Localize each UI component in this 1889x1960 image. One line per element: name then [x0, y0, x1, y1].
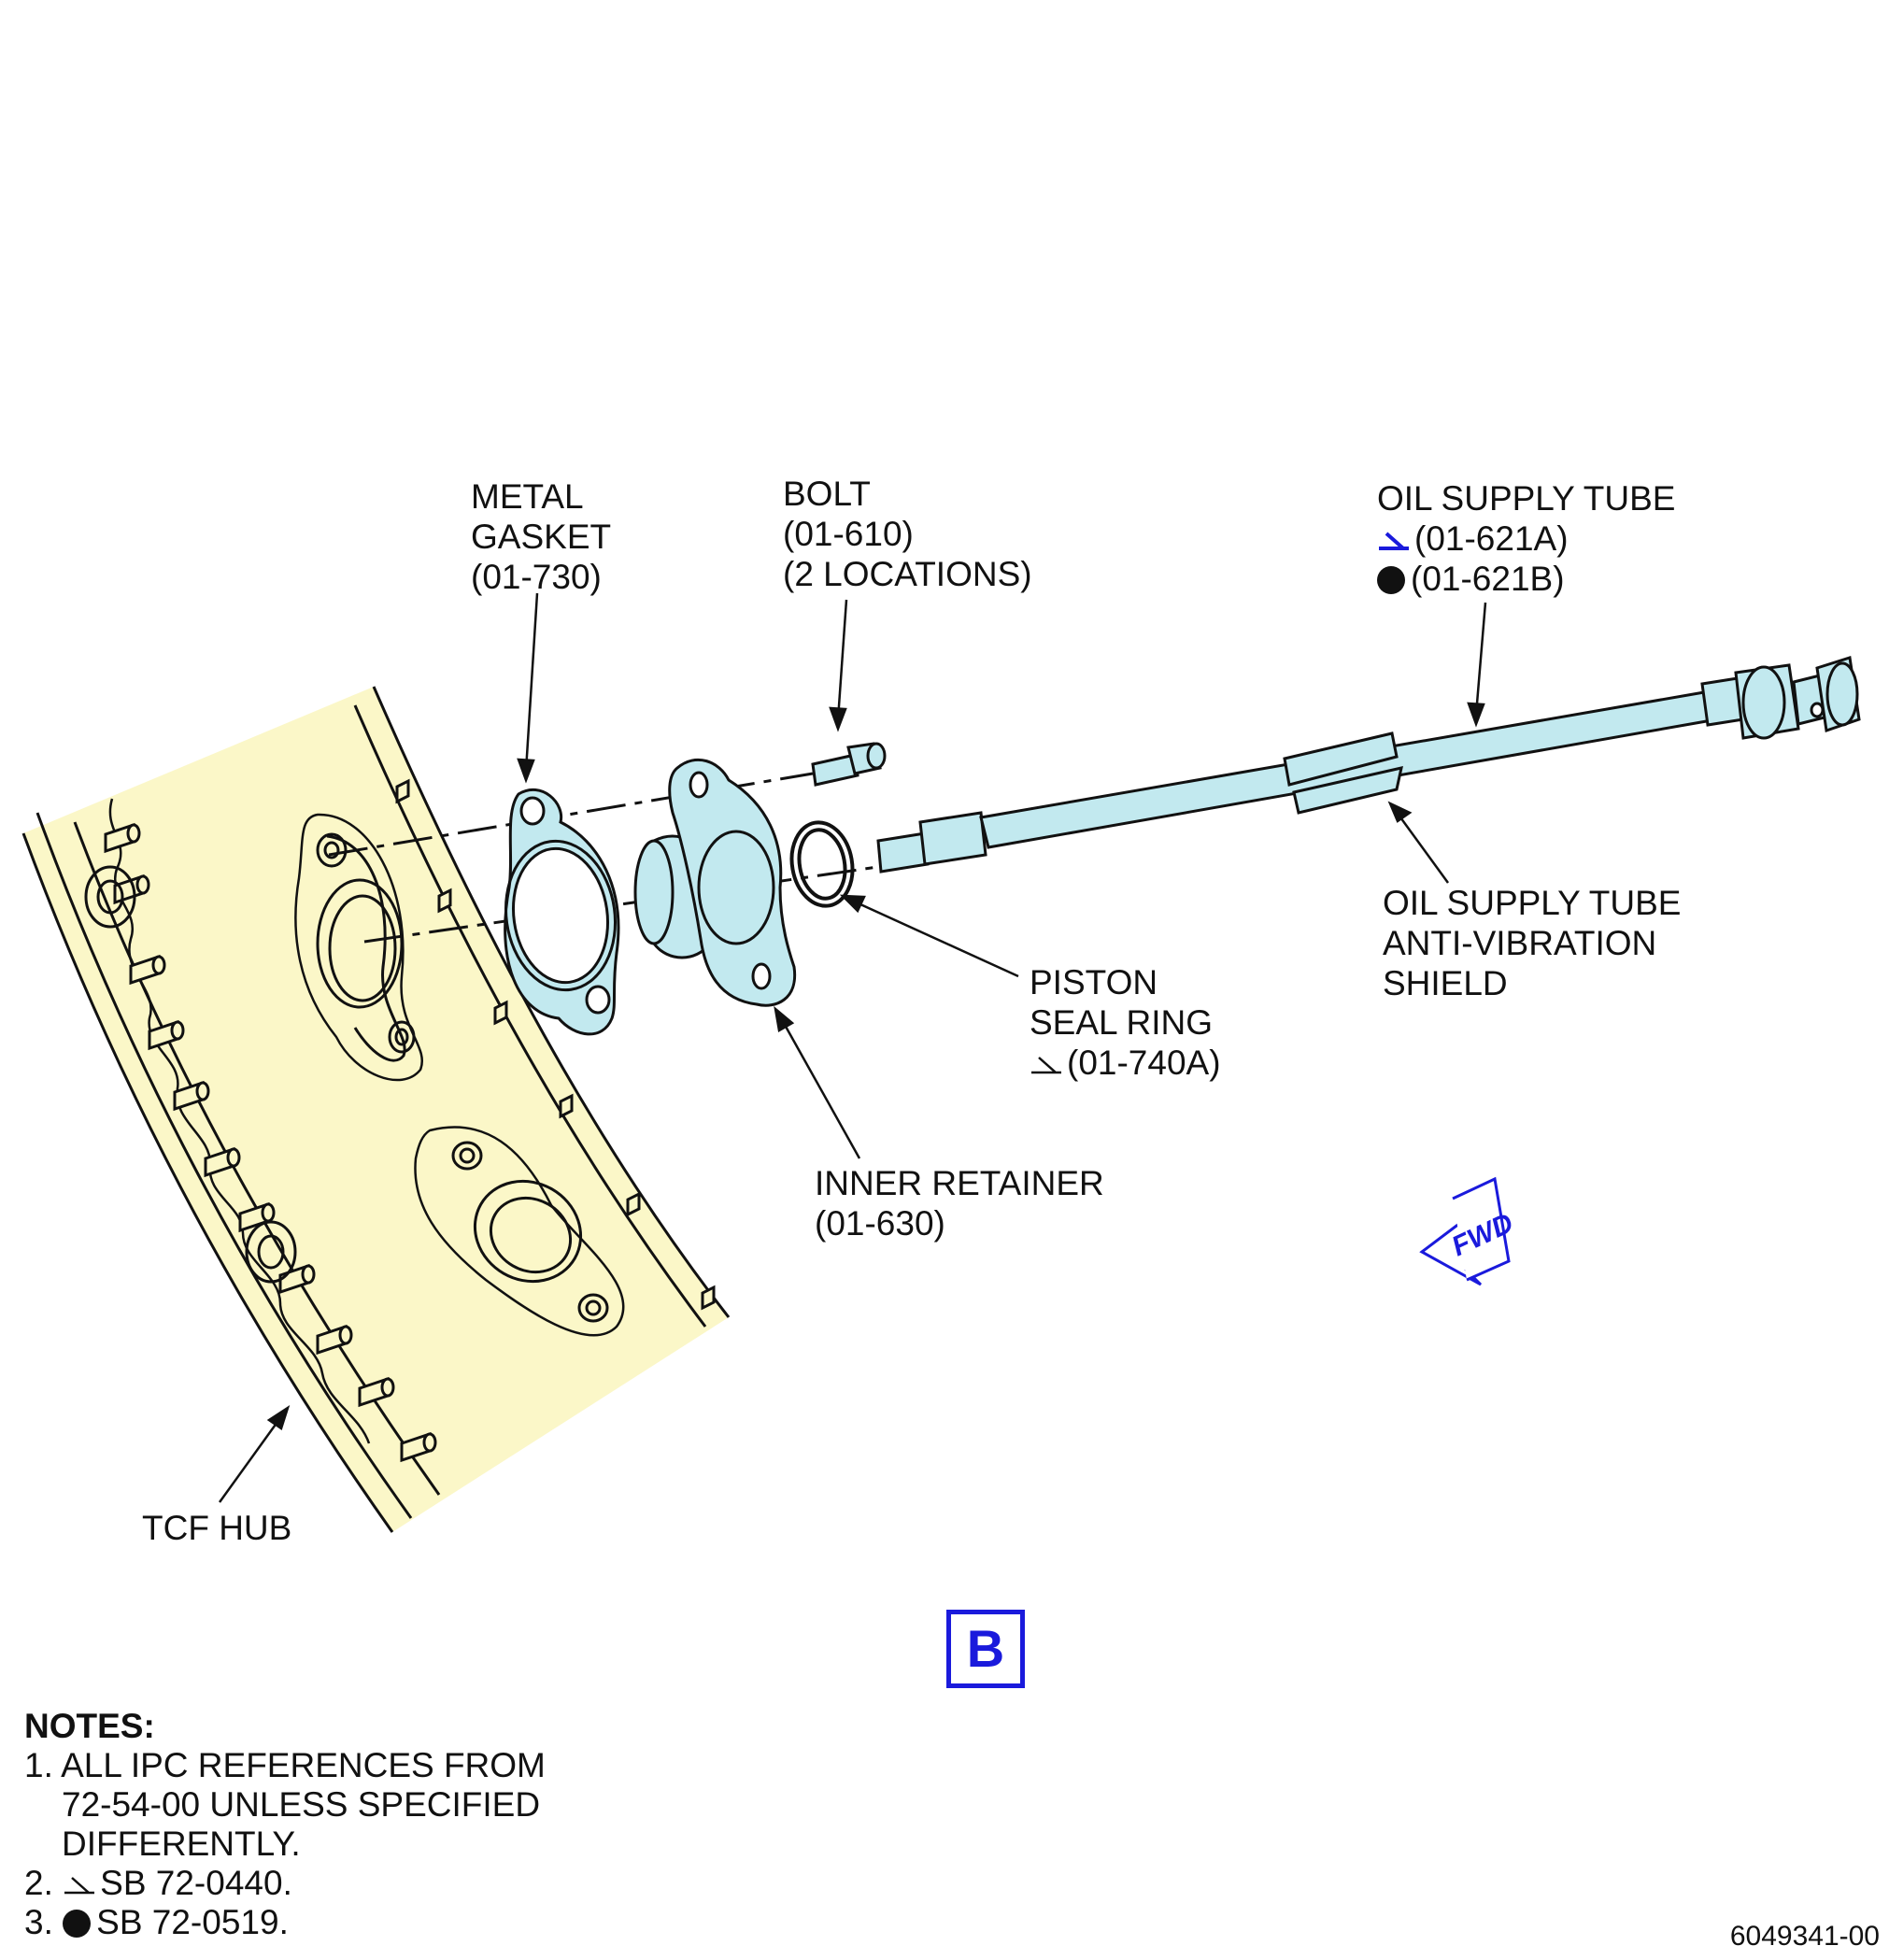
oil-supply-tube-label-line: OIL SUPPLY TUBE	[1377, 479, 1676, 518]
piston-seal-ring	[789, 820, 855, 908]
metal-gasket-label-line: (01-730)	[471, 558, 602, 596]
inner-retainer-label-line: (01-630)	[815, 1204, 945, 1243]
notes-block: NOTES: 1. ALL IPC REFERENCES FROM 72-54-…	[24, 1707, 546, 1942]
note-1-line: 72-54-00 UNLESS SPECIFIED	[62, 1785, 541, 1824]
bolt	[811, 742, 887, 787]
metal-gasket	[504, 788, 620, 1036]
oil-supply-tube-ref-b: (01-621B)	[1377, 559, 1675, 599]
oil-supply-tube-ref-b-text: (01-621B)	[1411, 560, 1565, 598]
tcf-hub	[21, 686, 731, 1533]
metal-gasket-label-line: METAL	[471, 477, 584, 516]
note-1-line: DIFFERENTLY.	[62, 1825, 301, 1863]
piston-seal-ring-ref-text: (01-740A)	[1067, 1044, 1221, 1082]
view-b-label: B	[946, 1610, 1025, 1688]
piston-seal-ring-ref: (01-740A)	[1030, 1043, 1221, 1083]
oil-supply-tube-ref-a: (01-621A)	[1377, 518, 1675, 559]
sb-0440-triangle-icon	[1031, 1057, 1061, 1074]
leader-lines	[218, 592, 1487, 1503]
sb-0440-triangle-icon	[1379, 532, 1409, 550]
sb-0519-dot-icon	[1377, 566, 1405, 594]
anti-vibration-shield-label-line: OIL SUPPLY TUBE	[1383, 884, 1682, 922]
bolt-label-line: BOLT	[783, 475, 871, 513]
piston-seal-ring-label-line: PISTON	[1030, 963, 1158, 1001]
metal-gasket-label: METAL GASKET (01-730)	[471, 476, 611, 597]
inner-retainer	[633, 758, 797, 1007]
oil-supply-tube-ref-a-text: (01-621A)	[1414, 519, 1569, 558]
sb-0519-dot-icon	[63, 1910, 92, 1938]
notes-heading: NOTES:	[24, 1707, 155, 1745]
figure-number: 6049341-00	[1729, 1921, 1880, 1952]
note-1-line: 1. ALL IPC REFERENCES FROM	[24, 1746, 546, 1784]
note-2: 2. SB 72-0440.	[24, 1864, 546, 1903]
piston-seal-ring-label-line: SEAL RING	[1030, 1003, 1214, 1042]
bolt-label-line: (01-610)	[783, 515, 914, 553]
tcf-hub-label: TCF HUB	[142, 1509, 292, 1547]
inner-retainer-label-line: INNER RETAINER	[815, 1164, 1104, 1202]
anti-vibration-shield-label-line: SHIELD	[1383, 964, 1508, 1002]
note-3-number: 3.	[24, 1903, 53, 1941]
note-2-number: 2.	[24, 1864, 53, 1902]
note-3-text: SB 72-0519.	[96, 1903, 289, 1941]
anti-vibration-shield	[1283, 731, 1403, 815]
piston-seal-ring-label: PISTON SEAL RING (01-740A)	[1030, 962, 1221, 1083]
note-3: 3. SB 72-0519.	[24, 1903, 546, 1942]
metal-gasket-label-line: GASKET	[471, 518, 612, 556]
fwd-arrow	[1419, 1176, 1511, 1286]
note-2-text: SB 72-0440.	[100, 1864, 292, 1902]
sb-0440-triangle-icon	[64, 1877, 95, 1895]
anti-vibration-shield-label-line: ANTI-VIBRATION	[1383, 924, 1657, 962]
bolt-label-line: (2 LOCATIONS)	[783, 555, 1032, 593]
anti-vibration-shield-label: OIL SUPPLY TUBE ANTI-VIBRATION SHIELD	[1383, 883, 1681, 1003]
inner-retainer-label: INNER RETAINER (01-630)	[815, 1163, 1104, 1243]
oil-supply-tube-label: OIL SUPPLY TUBE (01-621A) (01-621B)	[1377, 478, 1675, 599]
bolt-label: BOLT (01-610) (2 LOCATIONS)	[783, 474, 1032, 594]
